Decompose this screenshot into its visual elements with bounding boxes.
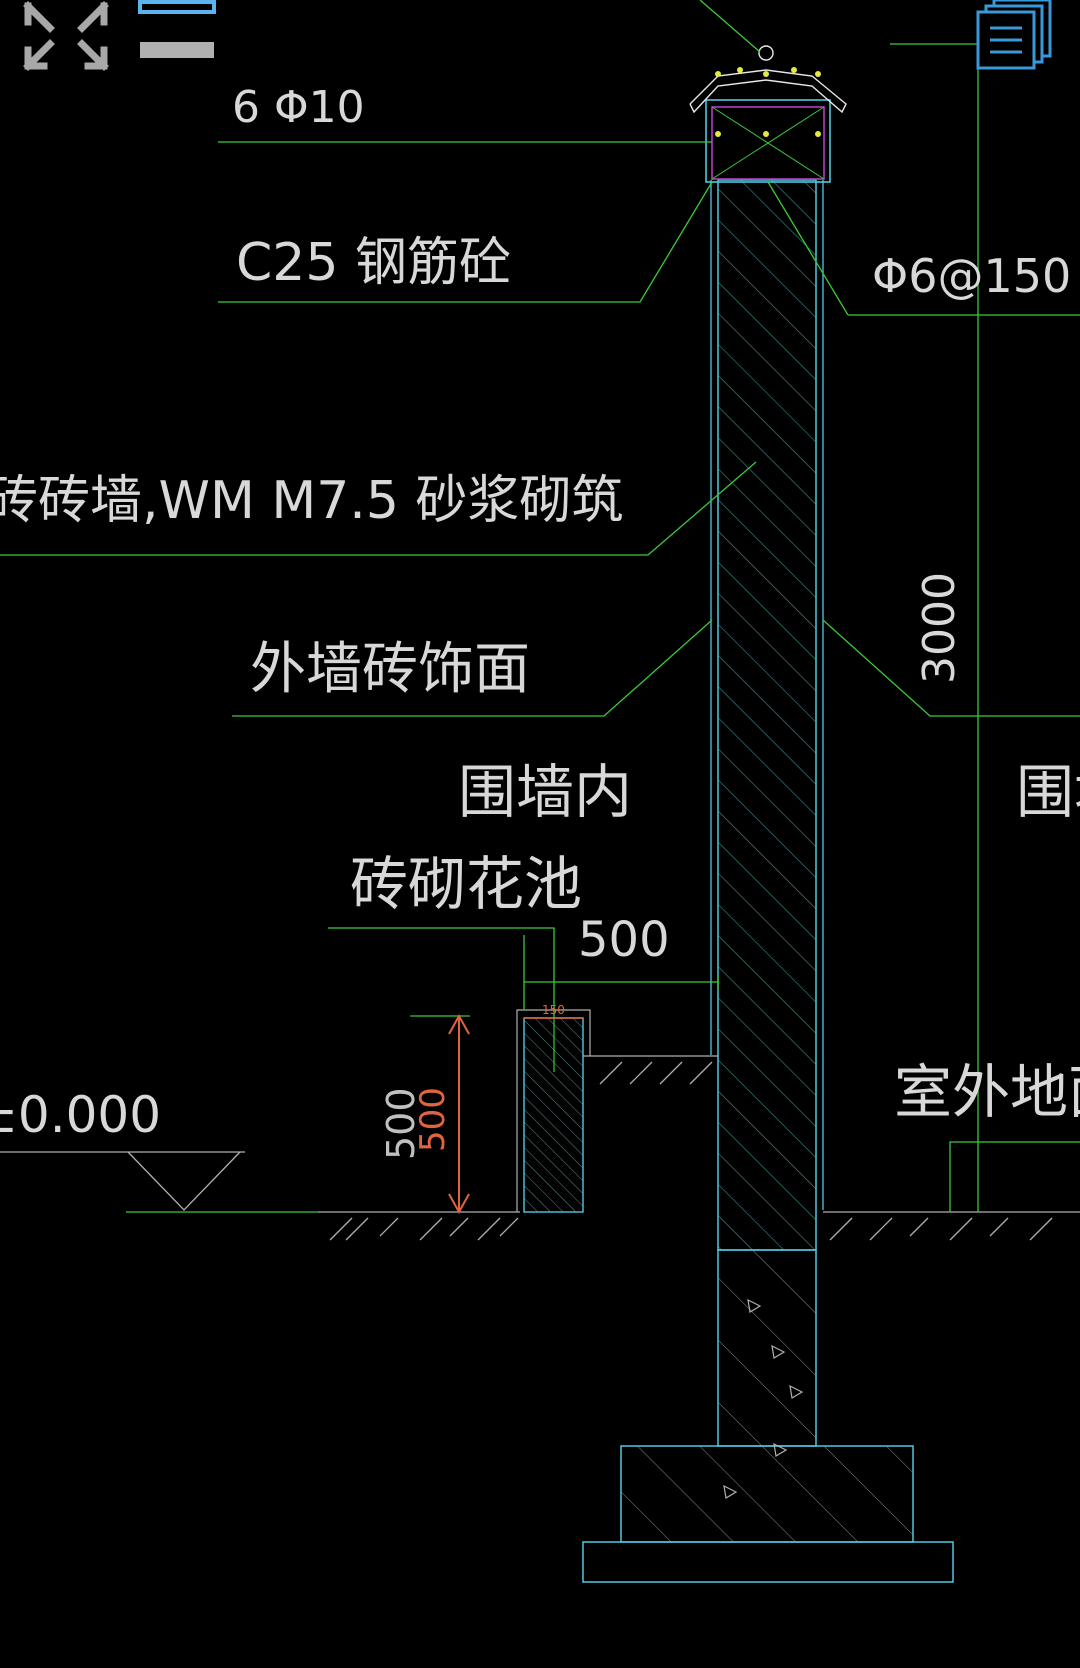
outdoor-ground-label: 室外地面 <box>894 1058 1080 1126</box>
planter-height-dimension <box>448 1013 583 1215</box>
fullscreen-arrows-icon <box>23 1 109 71</box>
masonry-label: 砖砖墙,WM M7.5 砂浆砌筑 <box>0 471 623 531</box>
pages-stack-icon <box>976 0 1052 70</box>
layers-icon <box>138 0 216 58</box>
planter-height-dim-overlap: 500 <box>413 1087 453 1152</box>
brick-wall-hatch <box>717 179 817 1251</box>
layers-button[interactable] <box>138 0 216 58</box>
inner-side-label: 围墙内 <box>458 758 632 826</box>
pages-button[interactable] <box>976 0 1052 70</box>
top-rebar-label: 6 Φ10 <box>232 82 365 133</box>
exterior-finish-label: 外墙砖饰面 <box>250 637 530 702</box>
outer-side-label: 围墙 <box>1016 758 1080 826</box>
leader-lines <box>0 0 1080 1212</box>
foundation <box>582 1249 954 1583</box>
planter-width-dim: 500 <box>578 912 670 968</box>
wall-section <box>710 179 824 1251</box>
ground-lines <box>318 1055 1080 1241</box>
planter-label: 砖砌花池 <box>350 850 582 918</box>
wall-height-dim: 3000 <box>914 572 965 684</box>
stirrup <box>711 106 825 180</box>
coping-cap <box>689 45 847 183</box>
planter-height-dim: 500 <box>379 1087 423 1160</box>
planter-wall-thickness-dim: 150 <box>542 1003 565 1017</box>
brick-planter <box>516 1009 591 1213</box>
coping-tiles <box>689 69 847 114</box>
rebar-dots <box>715 67 821 137</box>
cap-concrete-label: C25 钢筋砼 <box>236 233 511 293</box>
elevation-label: ±0.000 <box>0 1086 161 1144</box>
stirrup-spec-label: Φ6@150 <box>872 249 1071 303</box>
fullscreen-button[interactable] <box>23 1 109 71</box>
elevation-marker <box>0 1151 318 1213</box>
annotation-texts: 6 Φ10 C25 钢筋砼 Φ6@150 砖砖墙,WM M7.5 砂浆砌筑 外墙… <box>0 82 1080 1160</box>
